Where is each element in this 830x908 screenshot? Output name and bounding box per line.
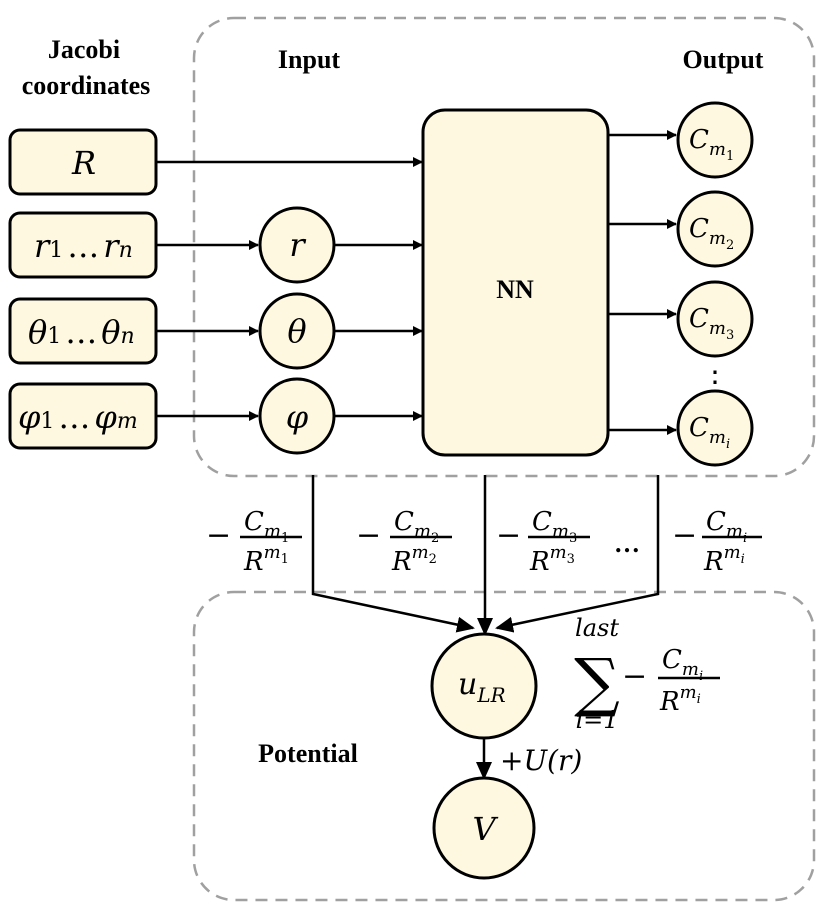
jacobi-label-line2: coordinates <box>22 71 151 100</box>
nn-box <box>421 108 610 457</box>
nn-region <box>192 16 816 478</box>
svg-text:−: − <box>206 518 231 553</box>
node-c-m3 <box>676 280 754 358</box>
jacobi-label-line1: Jacobi <box>48 35 120 64</box>
node-c-m1-text: Cm1 <box>689 125 734 164</box>
potential-region <box>192 590 816 902</box>
input-label: Input <box>278 45 340 74</box>
node-c-mi-text: Cmi <box>689 413 730 452</box>
node-v <box>432 776 536 880</box>
input-box-r-text: r1…rn <box>34 227 133 265</box>
node-u-lr-text: uLR <box>458 667 506 707</box>
edge-term-3: − Cm3 Rm3 <box>496 507 590 577</box>
plus-u-term: +U(r) <box>500 744 582 777</box>
input-box-theta-text: θ1…θn <box>28 313 135 351</box>
svg-text:−: − <box>622 659 647 694</box>
svg-text:Cmi: Cmi <box>706 507 747 546</box>
edge-term-1: − Cm1 Rm1 <box>206 507 302 577</box>
svg-text:Rmi: Rmi <box>659 682 701 717</box>
svg-text:Rm2: Rm2 <box>391 542 437 577</box>
sum-expression: last ∑ i=1 − Cmi Rmi <box>574 614 720 734</box>
node-c-m3-text: Cm3 <box>689 304 734 343</box>
terms-ellipsis: … <box>614 529 640 558</box>
svg-text:Rm3: Rm3 <box>529 542 575 577</box>
node-theta-text: θ <box>287 312 306 350</box>
node-c-m2 <box>676 190 754 268</box>
svg-text:−: − <box>496 518 521 553</box>
node-r-text: r <box>289 226 306 264</box>
input-box-phi-text: φ1…φm <box>18 398 138 436</box>
potential-label: Potential <box>258 739 358 768</box>
edge-termi-to-ulr <box>495 475 660 633</box>
svg-text:Rm1: Rm1 <box>243 542 289 577</box>
svg-text:−: − <box>356 518 381 553</box>
edge-term-i: − Cmi Rmi <box>672 507 762 577</box>
svg-text:Rmi: Rmi <box>703 542 745 577</box>
svg-text:i=1: i=1 <box>575 706 618 734</box>
svg-text:Cm1: Cm1 <box>244 507 289 546</box>
edge-term-2: − Cm2 Rm2 <box>356 507 452 577</box>
svg-text:Cm2: Cm2 <box>394 507 439 546</box>
node-c-m1 <box>676 101 754 179</box>
svg-text:∑: ∑ <box>574 646 620 720</box>
node-v-text: V <box>472 810 498 848</box>
edge-term1-to-ulr <box>311 475 475 633</box>
node-c-mi <box>676 389 754 467</box>
output-label: Output <box>683 45 764 74</box>
svg-text:last: last <box>575 614 619 642</box>
svg-text:Cmi: Cmi <box>662 645 703 684</box>
svg-text:Cm3: Cm3 <box>532 507 577 546</box>
svg-text:−: − <box>672 518 697 553</box>
node-phi-text: φ <box>286 398 309 436</box>
nn-label: NN <box>496 275 534 304</box>
input-box-R-text: R <box>71 144 96 182</box>
node-c-m2-text: Cm2 <box>689 214 734 253</box>
